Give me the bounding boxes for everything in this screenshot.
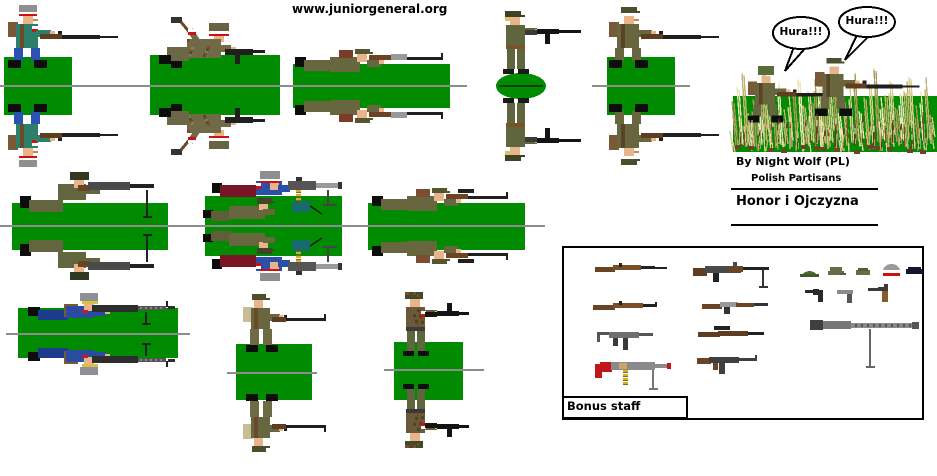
illustration-soldier-1 <box>748 66 844 123</box>
illustration-soldier-2 <box>815 57 920 116</box>
figure-group-prone-rifleman <box>288 49 467 123</box>
site-title: www.juniorgeneral.org <box>292 2 448 16</box>
bonus-label-box <box>562 396 688 419</box>
cover-illustration <box>729 6 937 154</box>
credit-rule-2 <box>731 224 878 226</box>
speech-bubble-1-text: Hura!!! <box>779 26 823 38</box>
rifle-with-bayonet-icon <box>595 263 667 272</box>
figure-group-standing-smg-camo <box>384 292 484 448</box>
figure-group-crawling-grenadier-camo <box>145 17 288 155</box>
semi-auto-rifle-icon <box>702 302 768 314</box>
figure-group-mg-team <box>195 171 350 281</box>
helmet-polish-band-icon <box>883 264 900 276</box>
figure-group-charging-rifleman-olive <box>592 7 719 165</box>
author-credit: By Night Wolf (PL) <box>736 155 850 168</box>
figure-group-prone-lmg-gunner <box>0 172 195 280</box>
smg-mp40-icon <box>597 332 653 350</box>
scoped-rifle-icon <box>698 326 764 337</box>
unit-name: Polish Partisans <box>751 173 842 184</box>
bolt-action-rifle-icon <box>593 301 657 310</box>
pistol-icon <box>837 290 853 303</box>
side-cap-icon <box>856 268 870 275</box>
figure-group-charging-rifleman-teal <box>0 5 145 167</box>
smg-pps-icon <box>697 355 757 374</box>
beret-icon <box>906 267 923 274</box>
speech-bubble-1 <box>772 16 830 72</box>
figure-group-standing-smg-shooter <box>496 11 581 161</box>
mg42-machine-gun-icon <box>810 320 919 368</box>
figure-group-prone-sniper <box>350 188 545 264</box>
unit-motto: Honor i Ojczyzna <box>736 194 859 209</box>
lmg-red-stock-icon <box>595 362 671 390</box>
field-cap-icon <box>828 267 846 275</box>
bonus-weapons <box>593 262 923 390</box>
luger-pistol-icon <box>868 284 888 302</box>
helmet-green-icon <box>800 271 819 277</box>
figure-group-advancing-rifleman <box>227 294 326 452</box>
bonus-panel-label: Bonus staff <box>567 399 641 413</box>
revolver-icon <box>805 289 823 302</box>
automatic-rifle-bar-icon <box>693 262 769 288</box>
speech-bubble-2-text: Hura!!! <box>845 15 889 27</box>
speech-bubble-2 <box>838 6 896 61</box>
figure-group-prone-bar-gunner-blue <box>6 293 190 375</box>
credit-rule-1 <box>731 188 878 190</box>
